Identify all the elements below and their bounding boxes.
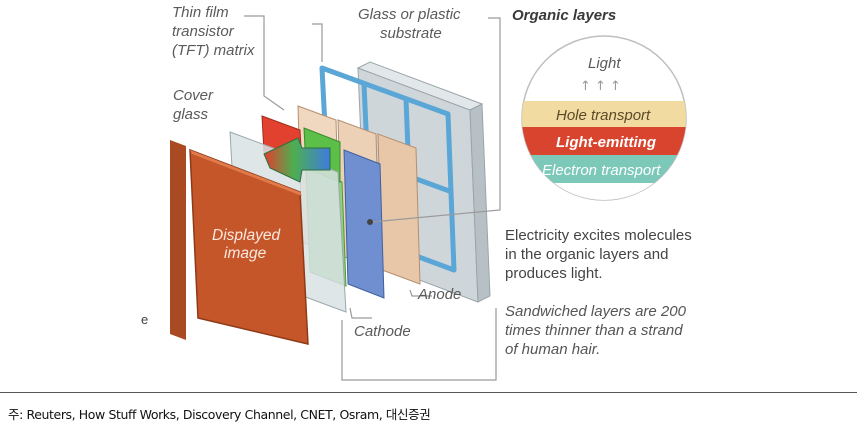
electron-transport-label: Electron transport (542, 162, 661, 179)
anode-label: Anode (417, 286, 461, 303)
source-note: 주: Reuters, How Stuff Works, Discovery C… (8, 407, 431, 422)
electricity-desc-line2: in the organic layers and (505, 246, 668, 263)
rgb-light-arrow (263, 137, 331, 183)
electricity-desc-line3: produces light. (505, 265, 603, 282)
organic-layers-title: Organic layers (512, 7, 616, 24)
source-divider (0, 392, 857, 393)
hole-transport-band (522, 101, 686, 127)
cathode-label: Cathode (354, 323, 411, 340)
displayed-label-line1: Displayed (212, 227, 281, 244)
electricity-desc-line1: Electricity excites molecules (505, 227, 692, 244)
tft-label-line3: (TFT) matrix (172, 42, 255, 59)
organic-layers-inset: Light ↑ ↑ ↑ Hole transport Light-emittin… (521, 35, 687, 201)
substrate-label-line2: substrate (380, 25, 442, 42)
light-emitting-label: Light-emitting (556, 134, 656, 151)
cover-glass-label-line1: Cover (173, 87, 214, 104)
displayed-label-line2: image (224, 245, 267, 262)
sandwich-desc-line2: times thinner than a strand (505, 322, 683, 339)
tft-label-line1: Thin film (172, 4, 229, 21)
sandwich-desc-line3: of human hair. (505, 341, 600, 358)
light-emitting-band (522, 127, 686, 155)
sandwich-desc-line1: Sandwiched layers are 200 (505, 303, 687, 320)
leader-lines (244, 15, 501, 381)
displayed-image-panel: Displayed image (170, 140, 309, 345)
cover-glass-label-line2: glass (173, 106, 209, 123)
hole-transport-label: Hole transport (556, 107, 651, 124)
tft-label-line2: transistor (172, 23, 235, 40)
inset-light-arrows: ↑ ↑ ↑ (580, 79, 621, 94)
electron-transport-band (522, 155, 686, 183)
stray-char: e (141, 312, 148, 327)
cathode-layer (343, 149, 385, 299)
substrate-label-line1: Glass or plastic (358, 6, 461, 23)
inset-light-label: Light (588, 55, 621, 72)
